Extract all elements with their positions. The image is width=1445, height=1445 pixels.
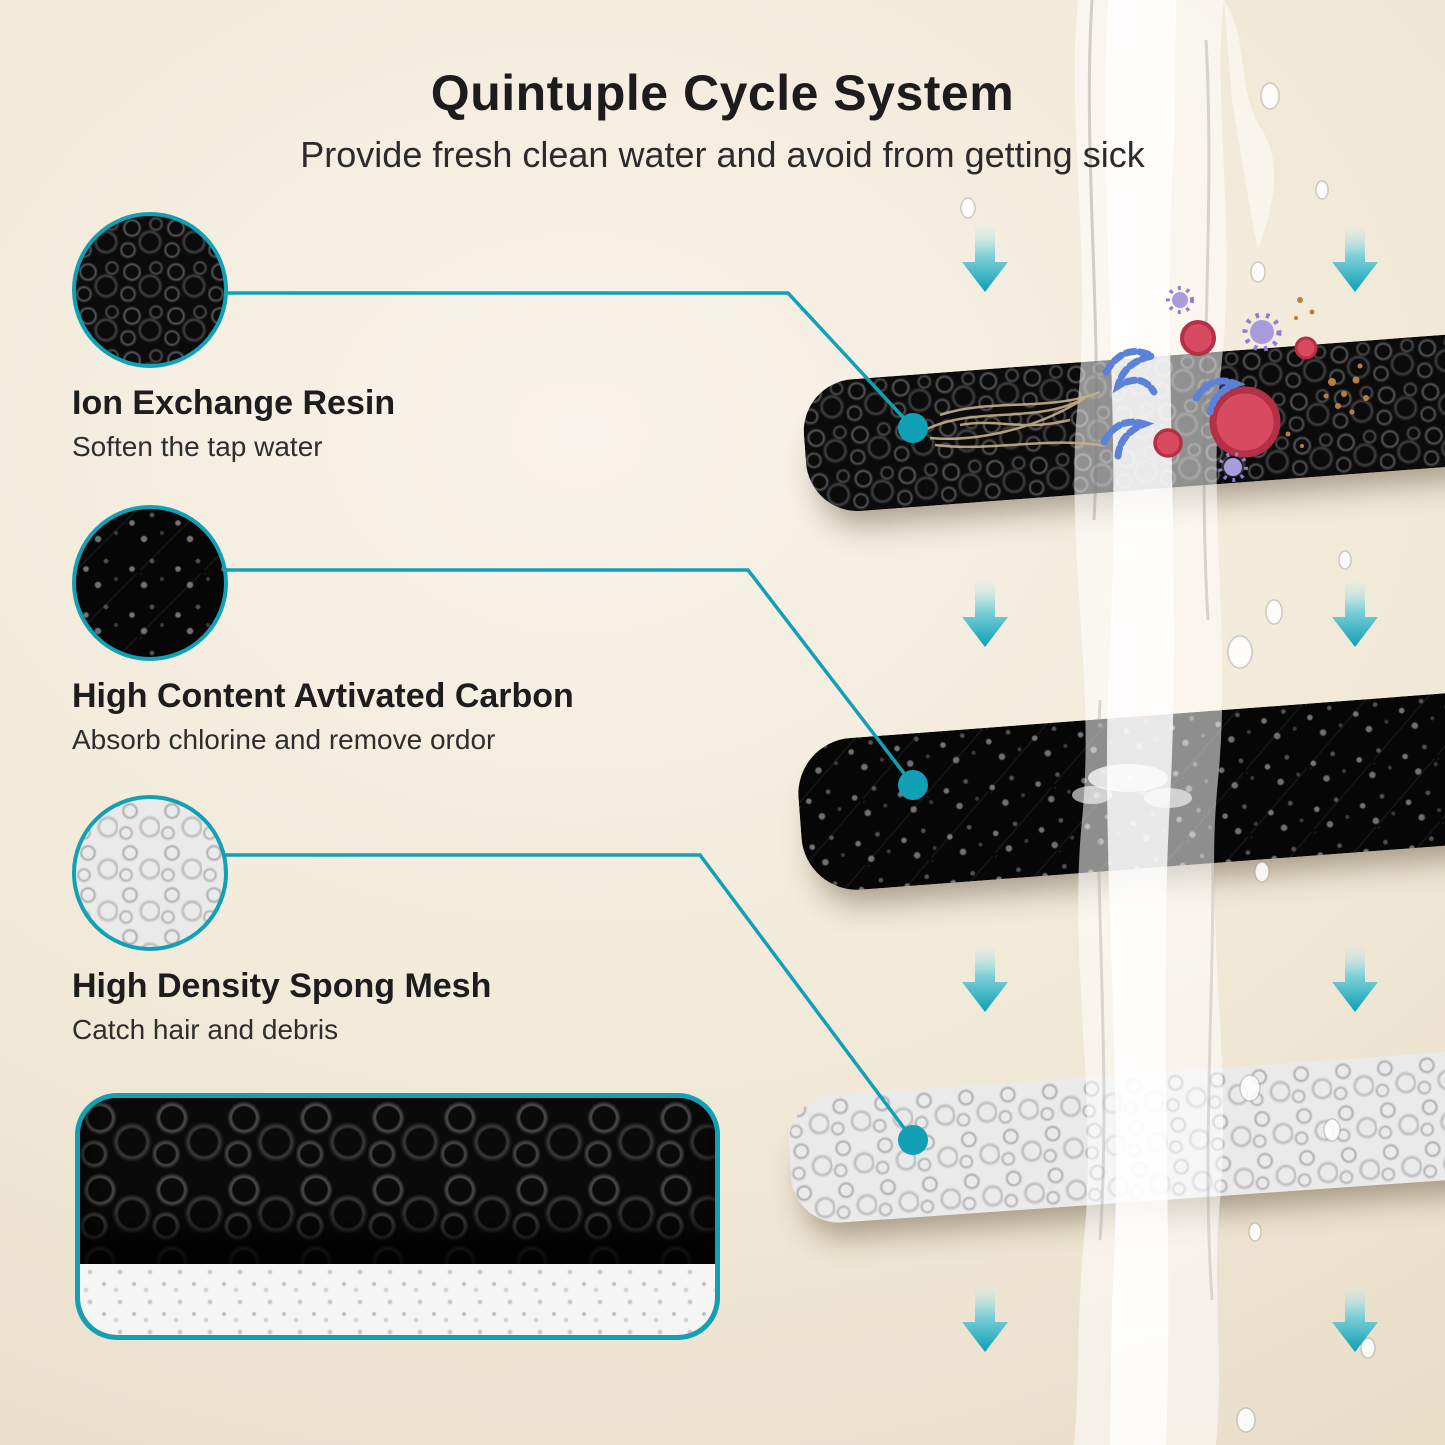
carbon-texture-circle [72,505,228,661]
down-arrow-icon [1332,946,1378,1012]
header: Quintuple Cycle System Provide fresh cle… [0,64,1445,176]
feature-desc: Catch hair and debris [72,1014,339,1045]
feature-title: Ion Exchange Resin [72,384,396,422]
page-subtitle: Provide fresh clean water and avoid from… [300,134,1145,175]
down-arrow-icon [962,581,1008,647]
sponge-filter-layer [785,1048,1445,1226]
down-arrow-icon [1332,1286,1378,1352]
white-sponge-closeup [80,1263,715,1335]
carbon-filter-layer [794,689,1445,894]
feature-activated-carbon: High Content Avtivated Carbon Absorb chl… [72,505,574,756]
feature-desc: Soften the tap water [72,431,323,462]
page-title: Quintuple Cycle System [430,65,1015,121]
resin-texture-circle [72,212,228,368]
resin-filter-layer [800,330,1445,515]
feature-title: High Density Spong Mesh [72,967,492,1005]
feature-title: High Content Avtivated Carbon [72,677,574,715]
down-arrow-icon [1332,226,1378,292]
down-arrow-icon [962,1286,1008,1352]
feature-sponge-mesh: High Density Spong Mesh Catch hair and d… [72,795,491,1046]
down-arrow-icon [1332,581,1378,647]
feature-ion-exchange-resin: Ion Exchange Resin Soften the tap water [72,212,395,463]
black-sponge-closeup [80,1098,715,1264]
down-arrow-icon [962,226,1008,292]
sponge-texture-circle [72,795,228,951]
sponge-closeup-card [75,1093,720,1340]
feature-desc: Absorb chlorine and remove ordor [72,724,496,755]
down-arrow-icon [962,946,1008,1012]
